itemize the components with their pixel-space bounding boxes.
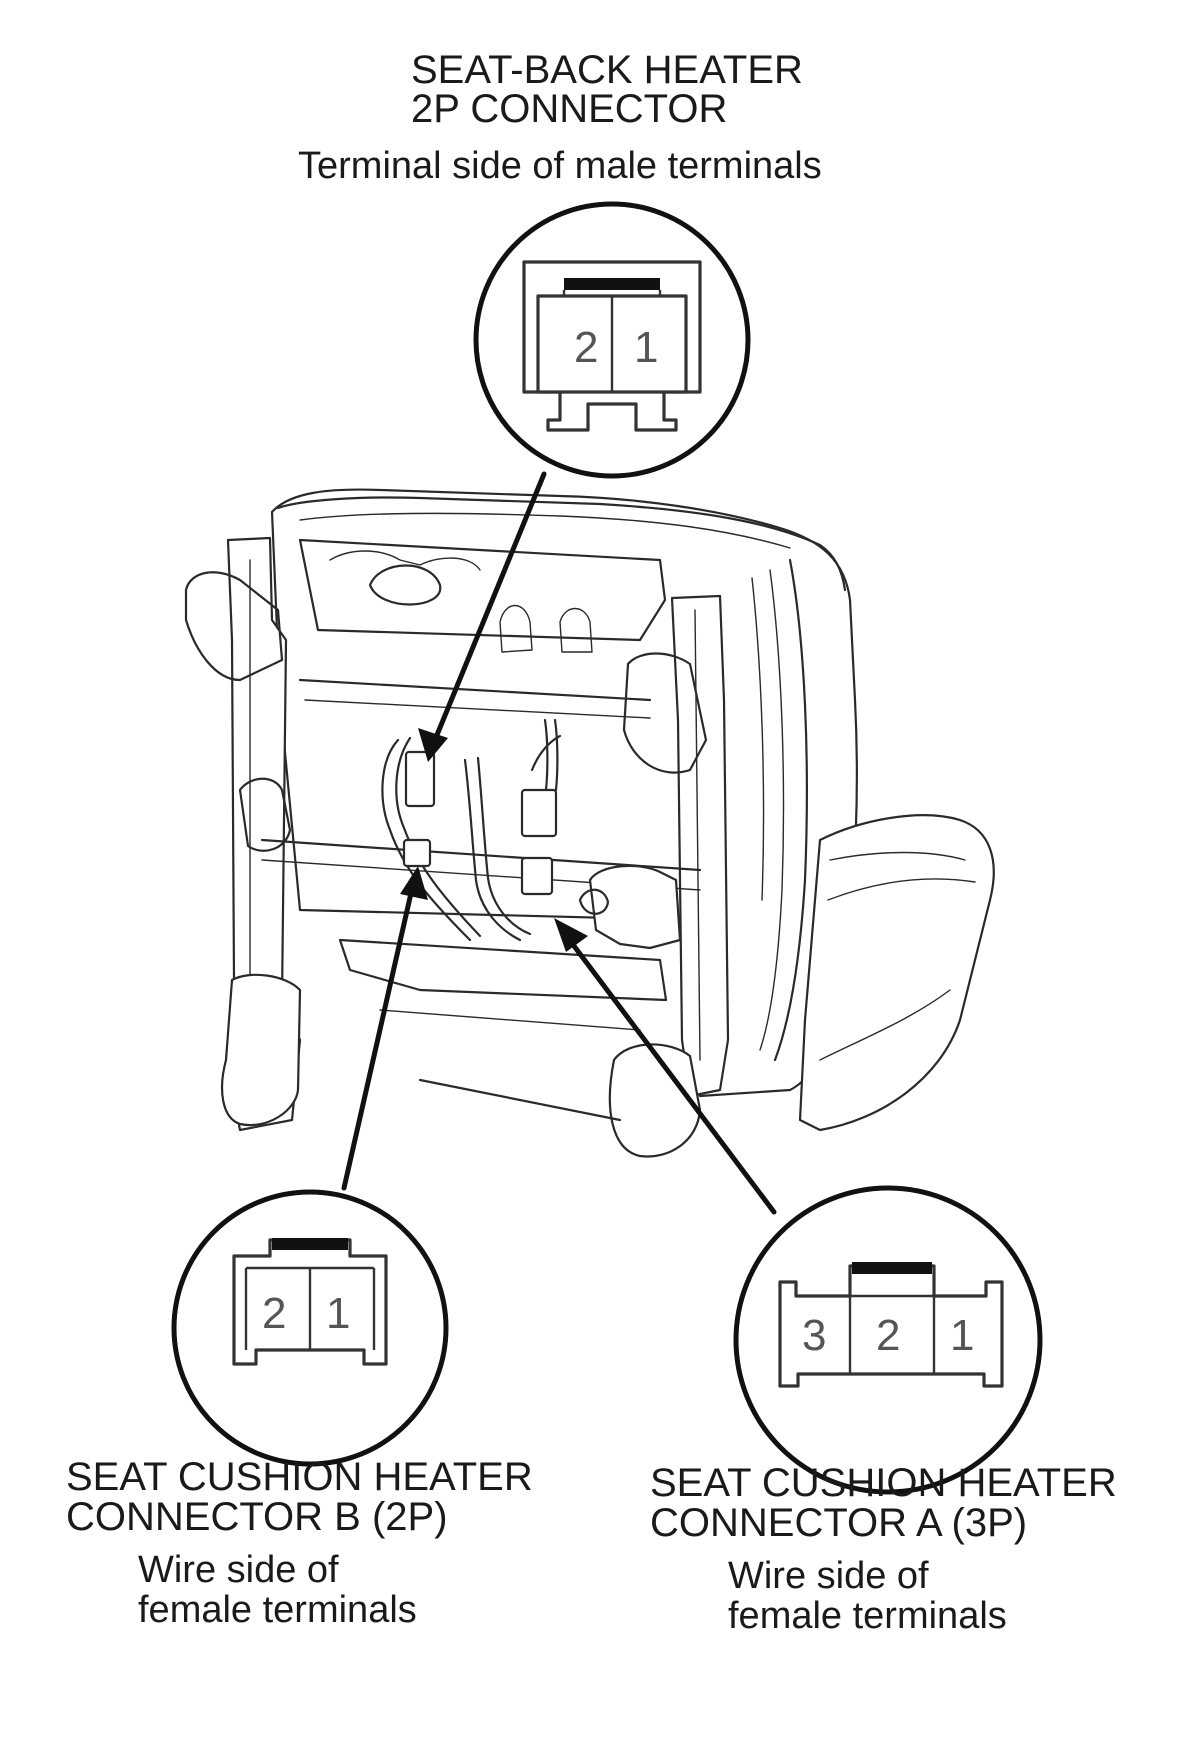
- cushion-connector-b-view-line2: female terminals: [138, 1589, 417, 1631]
- arrow-to-cushion-connector-b: [341, 877, 417, 1191]
- seat-cushion: [798, 814, 995, 1132]
- pin-label: 1: [326, 1289, 350, 1338]
- pin-label: 2: [574, 323, 598, 372]
- seatback-shell: [270, 488, 858, 1098]
- cushion-connector-b-title-line2: CONNECTOR B (2P): [66, 1495, 448, 1539]
- seat-back-connector-title-line2: 2P CONNECTOR: [411, 87, 727, 131]
- pin-label: 1: [950, 1311, 974, 1360]
- pin-label: 2: [262, 1289, 286, 1338]
- cushion-connector-a-view-line2: female terminals: [728, 1595, 1007, 1637]
- seat-back-connector-title-line1: SEAT-BACK HEATER: [411, 48, 803, 92]
- seat-illustration: [184, 488, 995, 1158]
- harness: [381, 738, 472, 942]
- seat-back-connector-view: Terminal side of male terminals: [298, 145, 822, 187]
- lock-tab: [564, 278, 660, 290]
- lock-tab: [272, 1238, 348, 1250]
- pin-label: 1: [634, 323, 658, 372]
- seatback-top-edge: [276, 496, 847, 592]
- cushion-connector-b-title-line1: SEAT CUSHION HEATER: [66, 1455, 533, 1499]
- seat-back-connector-callout: 2 1: [473, 201, 751, 479]
- arrow-to-cushion-connector-a: [559, 927, 777, 1215]
- cushion-connector-a-title-line1: SEAT CUSHION HEATER: [650, 1461, 1117, 1505]
- pin-label: 2: [876, 1311, 900, 1360]
- cushion-connector-a-title-line2: CONNECTOR A (3P): [650, 1501, 1027, 1545]
- cushion-connector-b-view-line1: Wire side of: [138, 1549, 339, 1591]
- cushion-connector-a-callout: 3 2 1: [733, 1185, 1043, 1495]
- lock-tab: [852, 1262, 932, 1274]
- cushion-connector-b-callout: 2 1: [171, 1189, 449, 1467]
- pin-label: 3: [802, 1311, 826, 1360]
- pointer-arrows: [341, 471, 777, 1215]
- right-frame: [670, 594, 730, 1098]
- cushion-connector-a-view-line1: Wire side of: [728, 1555, 929, 1597]
- arrow-to-seat-back-connector: [427, 471, 547, 755]
